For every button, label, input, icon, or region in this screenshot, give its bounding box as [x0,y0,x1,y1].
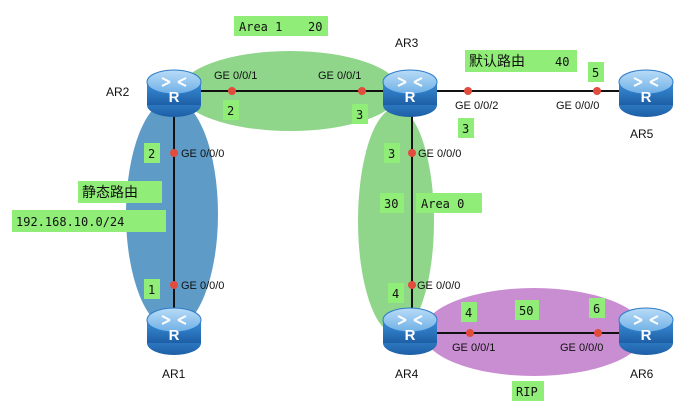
router-label-ar1: AR1 [162,367,186,381]
tag-area1: Area 1 [234,16,328,36]
svg-text:2: 2 [227,104,234,118]
svg-text:R: R [641,89,652,106]
port-label-ar3-ge001: GE 0/0/1 [318,70,361,82]
port-dot-ar6-ge000 [594,329,602,337]
tag-ar3-ge002-host: 3 [458,118,474,138]
tag-area0: Area 0 [416,193,482,213]
port-dot-ar5-ge000 [593,87,601,95]
svg-text:静态路由: 静态路由 [82,185,138,201]
port-dot-ar3-ge000 [408,149,416,157]
svg-text:3: 3 [388,147,395,161]
port-dot-ar2-ge000 [170,149,178,157]
router-label-ar4: AR4 [395,367,419,381]
port-dot-ar2-ge001 [228,87,236,95]
svg-text:R: R [405,89,416,106]
port-label-ar3-ge000: GE 0/0/0 [418,148,461,160]
router-ar6[interactable]: R [618,307,674,355]
svg-text:R: R [169,327,180,344]
port-dot-ar4-ge000 [408,281,416,289]
port-dot-ar3-ge001 [358,87,366,95]
svg-text:R: R [641,327,652,344]
tag-default-route: 默认路由 40 [465,50,577,72]
tag-ar4-ge001-host: 4 [461,302,477,322]
tag-ar1-host: 1 [144,279,160,299]
svg-text:Area 0: Area 0 [421,197,464,211]
router-label-ar2: AR2 [106,85,130,99]
area0-region [358,108,434,334]
tag-rip-net: 50 [515,300,539,320]
port-label-ar1-ge000: GE 0/0/0 [181,280,224,292]
tag-default-net: 40 [555,55,569,69]
port-label-ar3-ge002: GE 0/0/2 [455,100,498,112]
tag-ar2-ge000-host: 2 [144,143,160,163]
port-label-ar4-ge000: GE 0/0/0 [417,280,460,292]
svg-text:6: 6 [593,302,600,316]
router-label-ar3: AR3 [395,36,419,50]
tag-ar3-ge001-host: 3 [352,104,368,124]
port-label-ar2-ge001: GE 0/0/1 [214,70,257,82]
router-ar5[interactable]: R [618,69,674,117]
port-label-ar6-ge000: GE 0/0/0 [560,342,603,354]
svg-text:4: 4 [465,306,472,320]
router-ar3[interactable]: R [382,69,438,117]
svg-text:默认路由: 默认路由 [469,54,525,70]
router-label-ar6: AR6 [630,367,654,381]
svg-text:4: 4 [392,287,399,301]
port-label-ar5-ge000: GE 0/0/0 [556,100,599,112]
svg-text:R: R [169,89,180,106]
port-dot-ar3-ge002 [464,87,472,95]
svg-text:3: 3 [356,108,363,122]
svg-text:2: 2 [148,147,155,161]
port-dot-ar1-ge000 [170,281,178,289]
svg-text:3: 3 [462,122,469,136]
svg-text:1: 1 [148,283,155,297]
svg-text:5: 5 [592,66,599,80]
port-label-ar2-ge000: GE 0/0/0 [181,148,224,160]
tag-ar3-ge000-host: 3 [384,143,400,163]
router-label-ar5: AR5 [630,127,654,141]
router-ar2[interactable]: R [146,69,202,117]
tag-area1-net-text: 20 [308,20,322,34]
port-label-ar4-ge001: GE 0/0/1 [452,342,495,354]
tag-ar6-host: 6 [589,298,605,318]
port-dot-ar4-ge001 [466,329,474,337]
tag-ar5-host: 5 [588,62,604,82]
tag-static-net: 192.168.10.0/24 [12,210,166,232]
tag-ar2-ge001-host: 2 [223,100,239,120]
tag-rip: RIP [512,381,544,401]
tag-ar4-ge000-host: 4 [388,283,404,303]
svg-text:Area 1: Area 1 [239,20,282,34]
svg-text:RIP: RIP [516,385,538,399]
tag-static-route: 静态路由 [78,181,162,203]
svg-text:R: R [405,327,416,344]
svg-text:192.168.10.0/24: 192.168.10.0/24 [16,215,124,229]
svg-text:50: 50 [519,304,533,318]
router-ar4[interactable]: R [382,307,438,355]
router-ar1[interactable]: R [146,307,202,355]
svg-text:30: 30 [384,197,398,211]
tag-area0-net: 30 [380,193,404,213]
